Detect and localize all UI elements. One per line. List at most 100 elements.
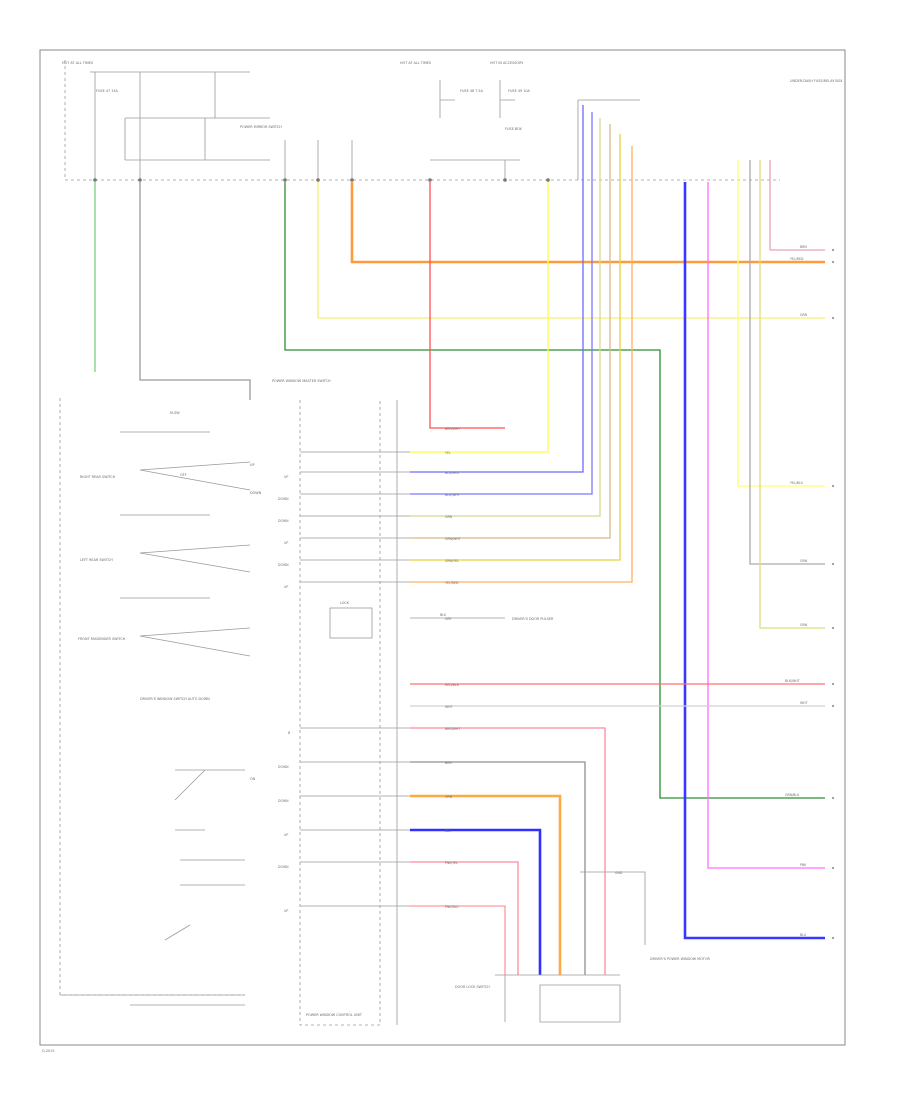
left-pin-labels: UP DOWN DOWN UP DOWN UP B DOWN DOWN UP D… xyxy=(278,475,290,913)
header-fuse-mid: FUSE 48 7.5A xyxy=(460,89,484,93)
header-fuse-left: FUSE 47 15A xyxy=(96,89,119,93)
up-label: UP xyxy=(250,463,255,467)
svg-text:BRN/WHT: BRN/WHT xyxy=(445,427,460,431)
right-edge-terminals xyxy=(831,248,835,940)
svg-text:BLU: BLU xyxy=(800,933,807,937)
driver-pulse-label: DRIVER'S DOOR PULSER xyxy=(512,617,554,621)
svg-text:GRN/BLK: GRN/BLK xyxy=(785,793,800,797)
wire-yellow-right xyxy=(737,160,825,487)
svg-text:WHT: WHT xyxy=(445,705,453,709)
down-label: DOWN xyxy=(250,491,262,495)
svg-text:UP: UP xyxy=(284,541,288,545)
fan-wires xyxy=(410,99,640,583)
top-bus-taps xyxy=(93,178,550,182)
svg-text:BLK/WHT: BLK/WHT xyxy=(785,679,800,683)
mirror-header: M-SW xyxy=(170,411,180,415)
svg-text:YEL/BLU: YEL/BLU xyxy=(790,481,804,485)
header-fuse-box: FUSE BOX xyxy=(505,127,523,131)
wire-yellow-bus xyxy=(317,182,825,319)
footer-code: G-2015 xyxy=(42,1049,54,1053)
svg-text:GRN: GRN xyxy=(800,313,808,317)
wire-left-gray xyxy=(139,182,251,400)
diagram-frame xyxy=(39,49,846,1046)
svg-text:ORN: ORN xyxy=(445,795,453,799)
on-label: ON xyxy=(250,777,256,781)
svg-text:GRN/YEL: GRN/YEL xyxy=(445,559,459,563)
wire-green-bus xyxy=(284,182,825,799)
svg-text:GRN: GRN xyxy=(800,559,808,563)
svg-text:PNK/YEL: PNK/YEL xyxy=(445,861,458,865)
wire-blue-lower xyxy=(410,828,542,975)
door-lock-switch xyxy=(495,974,621,1023)
ground-label: GND xyxy=(615,871,623,875)
header-hot-accessory: HOT IN ACCESSORY xyxy=(490,61,524,65)
lock-box-label: LOCK xyxy=(340,601,350,605)
svg-text:YEL/RED: YEL/RED xyxy=(445,581,459,585)
svg-text:B: B xyxy=(288,731,290,735)
svg-text:BRN: BRN xyxy=(445,761,452,765)
header-hot-mid: HOT AT ALL TIMES xyxy=(400,61,431,65)
wire-red-bus xyxy=(429,182,505,429)
driver-door-motor-label: DRIVER'S POWER WINDOW MOTOR xyxy=(650,957,711,961)
svg-text:DOWN: DOWN xyxy=(278,563,289,567)
header-fuse-right: FUSE 49 10A xyxy=(508,89,531,93)
fuse-box-boundary xyxy=(64,60,780,181)
switch-blocks xyxy=(60,431,251,1006)
svg-text:GRY: GRY xyxy=(445,617,451,621)
wire-pink-blu-lower xyxy=(410,905,506,975)
svg-text:BLU/WHT: BLU/WHT xyxy=(445,493,460,497)
svg-text:DOWN: DOWN xyxy=(278,765,289,769)
svg-text:UP: UP xyxy=(284,585,288,589)
svg-text:YEL: YEL xyxy=(445,451,451,455)
fuse-box-inner xyxy=(90,71,270,180)
wire-gray-right xyxy=(749,160,825,565)
wire-orange-lower xyxy=(410,794,562,975)
svg-text:BLU: BLU xyxy=(445,829,452,833)
control-unit-pin-lines xyxy=(300,451,410,907)
svg-text:RED/BLK: RED/BLK xyxy=(445,683,460,687)
door-lock-switch-label: DOOR LOCK SWITCH xyxy=(455,985,490,989)
svg-text:DOWN: DOWN xyxy=(278,497,289,501)
header-hot-left: HOT AT ALL TIMES xyxy=(62,61,93,65)
lock-output-label: BLK xyxy=(440,613,447,617)
wire-pink-lower xyxy=(410,727,606,975)
svg-text:DOWN: DOWN xyxy=(278,519,289,523)
svg-text:UP: UP xyxy=(284,833,288,837)
svg-text:BLU/RED: BLU/RED xyxy=(445,471,459,475)
right-rear-switch-label: RIGHT REAR SWITCH xyxy=(80,475,116,479)
fuse-box-mid xyxy=(284,80,520,180)
wire-ground-lower xyxy=(580,871,646,945)
control-unit-header: POWER WINDOW MASTER SWITCH xyxy=(272,379,331,383)
control-unit-footer: POWER WINDOW CONTROL UNIT xyxy=(306,1013,363,1017)
svg-text:PNK: PNK xyxy=(800,863,807,867)
right-wire-labels: BRN YEL/RED GRN YEL/BLU GRN GRN BLK/WHT … xyxy=(785,245,808,937)
wire-pink-yel-lower xyxy=(410,861,519,975)
wire-gray-lower xyxy=(410,761,586,975)
wire-pink-drop xyxy=(707,182,825,869)
svg-text:UP: UP xyxy=(284,475,288,479)
wire-blue-drop xyxy=(683,182,825,940)
lock-box xyxy=(329,607,373,639)
front-passenger-switch-label: FRONT PASSENGER SWITCH xyxy=(78,637,126,641)
control-unit-outline xyxy=(59,398,381,1026)
svg-text:BRN/WHT: BRN/WHT xyxy=(445,727,460,731)
svg-text:DOWN: DOWN xyxy=(278,799,289,803)
mid-wire-labels: BRN/WHT YEL BLU/RED BLU/WHT GRN GRN/WHT … xyxy=(445,427,461,909)
svg-text:WHT: WHT xyxy=(800,701,808,705)
svg-text:GRN/WHT: GRN/WHT xyxy=(445,537,461,541)
svg-text:GRN: GRN xyxy=(800,623,808,627)
svg-text:DOWN: DOWN xyxy=(278,865,289,869)
wire-orange-bus xyxy=(350,182,825,264)
svg-text:BRN: BRN xyxy=(800,245,807,249)
driver-switch-block-label: DRIVER'S WINDOW SWITCH AUTO DOWN xyxy=(140,697,210,701)
svg-text:GRN: GRN xyxy=(445,515,453,519)
header-connector: POWER MIRROR SWITCH xyxy=(240,125,282,129)
svg-text:PNK/BLU: PNK/BLU xyxy=(445,905,459,909)
svg-text:YEL/RED: YEL/RED xyxy=(790,257,804,261)
svg-text:UP: UP xyxy=(284,909,288,913)
header-right-corner: UNDER-DASH FUSE/RELAY BOX xyxy=(790,79,843,83)
wire-olive-right xyxy=(759,160,825,629)
left-rear-switch-label: LEFT REAR SWITCH xyxy=(80,558,113,562)
wire-yellow-drop xyxy=(410,182,549,453)
